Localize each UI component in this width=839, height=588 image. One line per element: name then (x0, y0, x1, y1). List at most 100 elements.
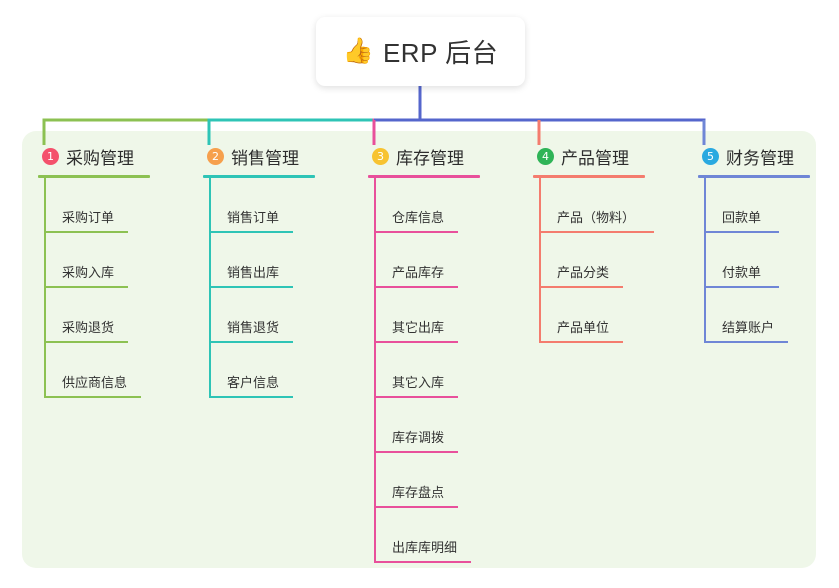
branch-header-3[interactable]: 3 库存管理 (368, 143, 480, 170)
leaf-item-label: 其它出库 (392, 320, 445, 335)
leaf-item-underline (539, 231, 654, 233)
branch-items-2: 销售订单销售出库销售退货客户信息 (203, 178, 315, 398)
leaf-item-label: 产品库存 (392, 265, 445, 280)
leaf-item-label: 产品分类 (557, 265, 610, 280)
branch-title-2: 销售管理 (231, 149, 299, 168)
leaf-item[interactable]: 其它入库 (374, 343, 458, 398)
branch-column-4: 4 产品管理产品（物料） 产品分类产品单位 (533, 143, 654, 343)
leaf-item-label: 销售出库 (227, 265, 280, 280)
root-title: ERP 后台 (382, 38, 499, 68)
leaf-item[interactable]: 产品库存 (374, 233, 458, 288)
leaf-item-label: 付款单 (722, 265, 762, 280)
leaf-item[interactable]: 库存调拨 (374, 398, 458, 453)
branch-column-2: 2 销售管理销售订单销售出库销售退货客户信息 (203, 143, 315, 398)
leaf-item[interactable]: 产品（物料） (539, 178, 654, 233)
leaf-item[interactable]: 产品分类 (539, 233, 623, 288)
leaf-item[interactable]: 产品单位 (539, 288, 623, 343)
leaf-item-label: 产品（物料） (557, 210, 636, 225)
branch-header-2[interactable]: 2 销售管理 (203, 143, 315, 170)
leaf-item-label: 库存盘点 (392, 485, 445, 500)
leaf-item-label: 回款单 (722, 210, 762, 225)
branch-title-3: 库存管理 (396, 149, 464, 168)
leaf-item-underline (374, 451, 458, 453)
branch-title-1: 采购管理 (66, 149, 134, 168)
leaf-item-label: 采购退货 (62, 320, 115, 335)
branch-title-5: 财务管理 (726, 149, 794, 168)
branch-badge-4: 4 (537, 148, 554, 165)
leaf-item-label: 仓库信息 (392, 210, 445, 225)
leaf-item-underline (209, 286, 293, 288)
leaf-item-label: 产品单位 (557, 320, 610, 335)
leaf-item-label: 采购入库 (62, 265, 115, 280)
branch-items-4: 产品（物料） 产品分类产品单位 (533, 178, 654, 343)
branch-items-5: 回款单付款单结算账户 (698, 178, 810, 343)
branch-underline-1 (38, 175, 150, 178)
root-node[interactable]: 👍 ERP 后台 (316, 17, 525, 86)
leaf-item[interactable]: 采购订单 (44, 178, 128, 233)
leaf-item-underline (374, 561, 471, 563)
leaf-item-underline (44, 396, 141, 398)
leaf-item-label: 销售订单 (227, 210, 280, 225)
leaf-item[interactable]: 供应商信息 (44, 343, 141, 398)
leaf-item-label: 供应商信息 (62, 375, 128, 390)
leaf-item-label: 结算账户 (722, 320, 775, 335)
thumbs-up-icon: 👍 (342, 37, 374, 65)
branch-column-3: 3 库存管理仓库信息产品库存其它出库其它入库库存调拨库存盘点出库库明细 (368, 143, 480, 563)
branch-column-5: 5 财务管理回款单付款单结算账户 (698, 143, 810, 343)
branch-column-1: 1 采购管理采购订单采购入库采购退货供应商信息 (38, 143, 150, 398)
branch-underline-3 (368, 175, 480, 178)
leaf-item[interactable]: 仓库信息 (374, 178, 458, 233)
branch-header-4[interactable]: 4 产品管理 (533, 143, 645, 170)
leaf-item[interactable]: 出库库明细 (374, 508, 471, 563)
branch-underline-2 (203, 175, 315, 178)
branch-spine-2 (209, 178, 211, 398)
branch-header-5[interactable]: 5 财务管理 (698, 143, 810, 170)
branch-underline-4 (533, 175, 645, 178)
leaf-item-label: 出库库明细 (392, 540, 458, 555)
leaf-item-underline (704, 341, 788, 343)
leaf-item-label: 其它入库 (392, 375, 445, 390)
branches-panel (22, 131, 816, 568)
leaf-item[interactable]: 采购退货 (44, 288, 128, 343)
branch-spine-4 (539, 178, 541, 343)
leaf-item[interactable]: 其它出库 (374, 288, 458, 343)
branch-spine-1 (44, 178, 46, 398)
leaf-item-underline (539, 286, 623, 288)
leaf-item-underline (44, 286, 128, 288)
leaf-item-underline (209, 341, 293, 343)
leaf-item-underline (704, 231, 779, 233)
leaf-item[interactable]: 销售出库 (209, 233, 293, 288)
leaf-item[interactable]: 库存盘点 (374, 453, 458, 508)
leaf-item[interactable]: 采购入库 (44, 233, 128, 288)
leaf-item[interactable]: 销售订单 (209, 178, 293, 233)
leaf-item-underline (374, 231, 458, 233)
leaf-item-underline (44, 341, 128, 343)
leaf-item-underline (374, 396, 458, 398)
branch-header-1[interactable]: 1 采购管理 (38, 143, 150, 170)
branch-title-4: 产品管理 (561, 149, 629, 168)
leaf-item[interactable]: 付款单 (704, 233, 779, 288)
leaf-item-label: 销售退货 (227, 320, 280, 335)
leaf-item[interactable]: 结算账户 (704, 288, 788, 343)
leaf-item[interactable]: 回款单 (704, 178, 779, 233)
branch-badge-3: 3 (372, 148, 389, 165)
branch-items-1: 采购订单采购入库采购退货供应商信息 (38, 178, 150, 398)
leaf-item-label: 采购订单 (62, 210, 115, 225)
branch-badge-1: 1 (42, 148, 59, 165)
branch-items-3: 仓库信息产品库存其它出库其它入库库存调拨库存盘点出库库明细 (368, 178, 480, 563)
leaf-item-underline (44, 231, 128, 233)
leaf-item-underline (374, 286, 458, 288)
branch-underline-5 (698, 175, 810, 178)
leaf-item-underline (209, 231, 293, 233)
branch-spine-5 (704, 178, 706, 343)
leaf-item-underline (209, 396, 293, 398)
leaf-item-label: 客户信息 (227, 375, 280, 390)
leaf-item-underline (374, 341, 458, 343)
leaf-item-label: 库存调拨 (392, 430, 445, 445)
leaf-item-underline (704, 286, 779, 288)
branch-badge-5: 5 (702, 148, 719, 165)
leaf-item[interactable]: 客户信息 (209, 343, 293, 398)
branch-badge-2: 2 (207, 148, 224, 165)
leaf-item[interactable]: 销售退货 (209, 288, 293, 343)
